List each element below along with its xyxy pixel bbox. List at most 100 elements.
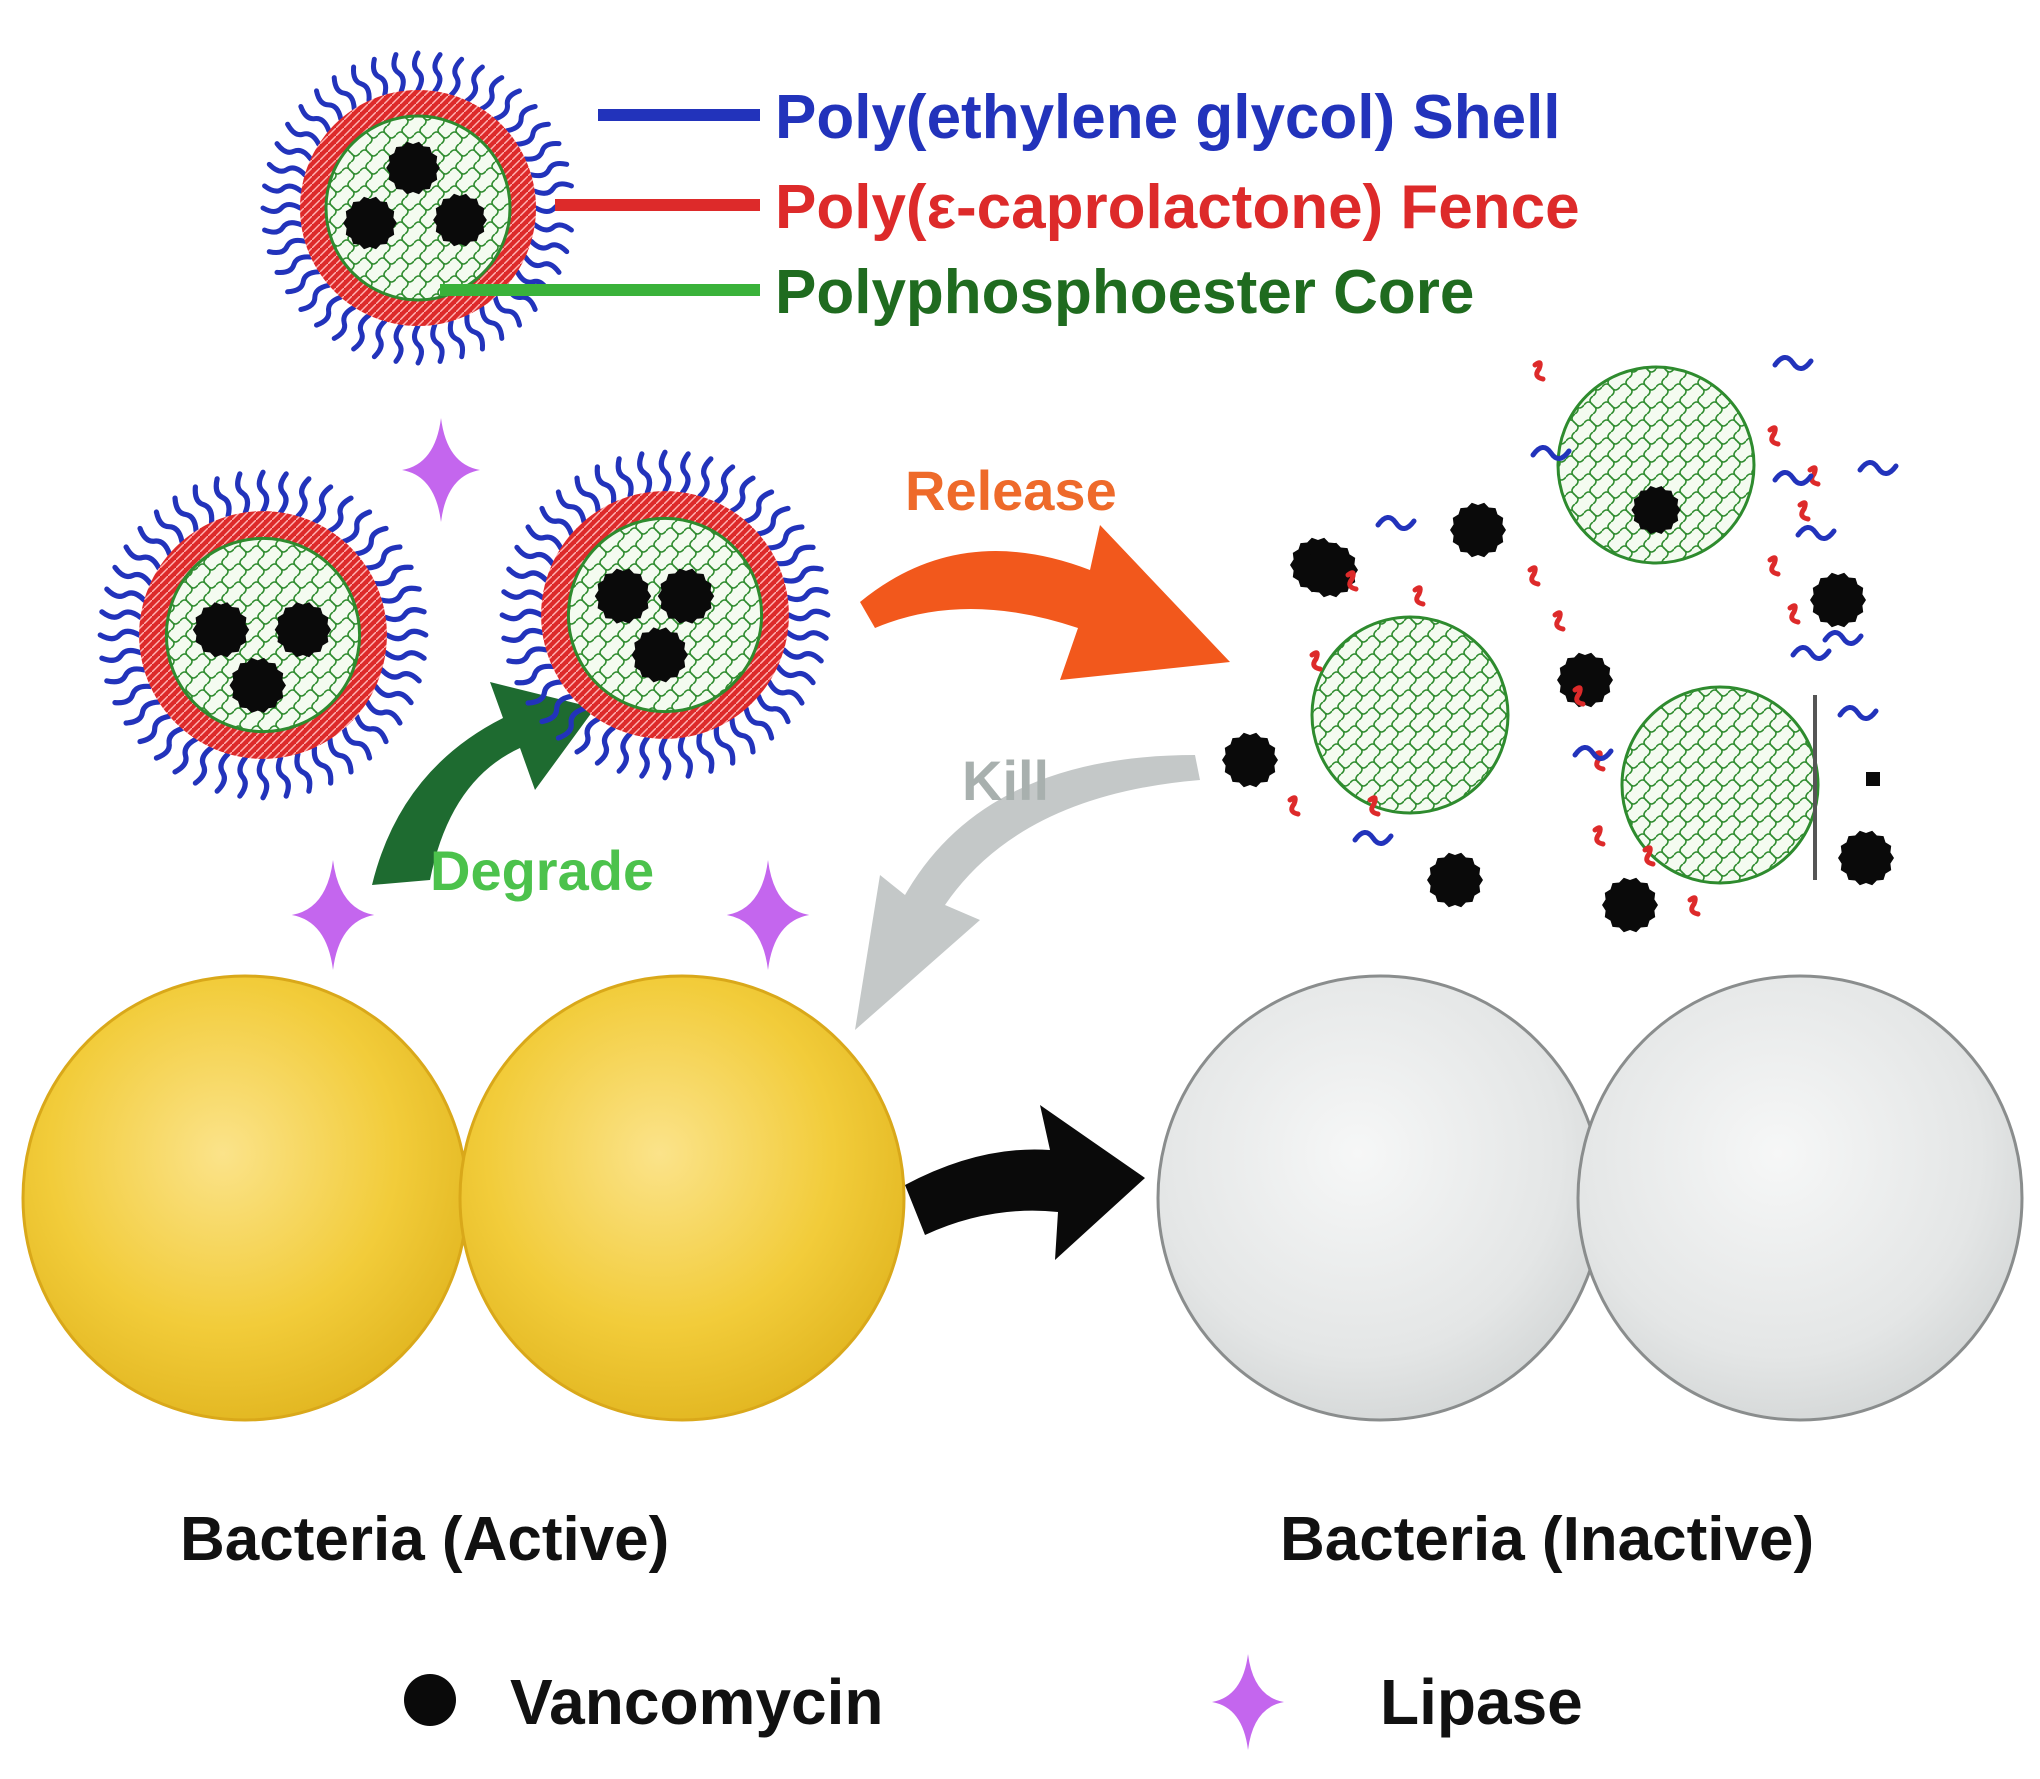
pcl-fragment <box>1552 610 1566 632</box>
peg-chain <box>237 755 248 799</box>
peg-chain <box>697 456 714 499</box>
nanoparticle-top <box>260 50 576 366</box>
kill-label: Kill <box>962 749 1049 812</box>
peg-chain <box>658 449 672 494</box>
lipase-star-left <box>291 860 375 970</box>
peg-chain <box>137 525 172 557</box>
released-core-left <box>1310 615 1510 815</box>
peg-chain <box>506 566 549 583</box>
peg-fragment <box>1352 830 1394 846</box>
peg-fragment <box>1772 470 1814 486</box>
vancomycin-molecule <box>1602 877 1658 933</box>
peg-chain <box>275 755 291 799</box>
peg-chain <box>364 544 403 571</box>
peg-chain <box>364 699 403 726</box>
peg-chain <box>123 699 162 726</box>
peg-chain <box>298 282 332 313</box>
peg-chain <box>123 544 162 571</box>
peg-chain <box>274 254 314 276</box>
bacteria-active-label: Bacteria (Active) <box>180 1505 669 1574</box>
pcl-fragment <box>1687 895 1701 917</box>
peg-chain <box>373 564 414 587</box>
peg-chain <box>266 161 308 178</box>
peg-chain <box>383 650 427 661</box>
peg-fragment <box>1795 525 1837 541</box>
peg-chain <box>192 745 215 786</box>
peg-chain <box>528 160 570 179</box>
shell-label: Poly(ethylene glycol) Shell <box>775 83 1561 152</box>
bacteria-active-group <box>21 974 906 1422</box>
peg-chain <box>285 121 322 147</box>
peg-chain <box>539 693 574 725</box>
vancomycin-legend-icon <box>404 1674 456 1726</box>
pcl-fragment <box>1787 603 1801 625</box>
peg-chain <box>514 663 555 686</box>
released-cores <box>1222 355 1899 933</box>
peg-chain <box>354 713 389 745</box>
label-leaders <box>440 109 760 296</box>
peg-chain <box>97 628 142 642</box>
peg-chain <box>214 751 231 794</box>
peg-chain <box>729 716 756 755</box>
peg-chain <box>525 679 564 706</box>
pcl-fragment <box>1412 585 1426 607</box>
peg-chain <box>539 505 574 537</box>
peg-chain <box>298 103 332 134</box>
lipase-legend-label: Lipase <box>1380 1666 1583 1738</box>
peg-chain <box>278 471 289 515</box>
pcl-fragment <box>1592 825 1606 847</box>
peg-chain <box>766 679 805 706</box>
pcl-fragment <box>1642 845 1656 867</box>
peg-chain <box>696 731 715 774</box>
peg-chain <box>341 509 373 544</box>
peg-chain <box>256 469 270 514</box>
vancomycin-molecule <box>229 657 286 713</box>
nanoparticles <box>97 50 831 801</box>
peg-chain <box>785 630 829 641</box>
peg-chain <box>743 706 775 741</box>
peg-chain <box>430 322 445 364</box>
peg-chain <box>99 609 143 620</box>
peg-chain <box>781 647 824 664</box>
vancomycin-molecule <box>192 602 250 658</box>
bacteria-inactive-group <box>1156 974 2024 1422</box>
kill-arrow <box>855 755 1200 1030</box>
vancomycin-legend-label: Vancomycin <box>510 1666 884 1738</box>
vancomycin-molecule <box>1450 502 1506 558</box>
peg-chain <box>464 64 485 104</box>
peg-chain <box>104 666 147 685</box>
released-core-right <box>1620 685 1820 885</box>
peg-chain <box>713 725 736 766</box>
bacterium-inactive-right <box>1576 974 2024 1422</box>
peg-chain <box>172 495 199 534</box>
peg-chain <box>594 725 617 766</box>
peg-fragment <box>1530 445 1572 461</box>
peg-chain <box>522 254 562 275</box>
peg-fragment <box>1572 745 1614 761</box>
peg-chain <box>637 451 653 495</box>
peg-chain <box>311 484 334 525</box>
peg-chain <box>506 646 549 665</box>
peg-chain <box>274 141 314 162</box>
lipase-legend-icon <box>1212 1654 1284 1750</box>
peg-chain <box>499 608 544 622</box>
peg-chain <box>311 745 334 786</box>
vancomycin-molecule <box>343 196 397 250</box>
peg-chain <box>192 484 215 525</box>
peg-chain <box>379 585 422 604</box>
peg-chain <box>775 663 816 686</box>
peg-chain <box>153 509 185 544</box>
vancomycin-molecule <box>433 193 487 247</box>
nanoparticle-right <box>499 449 831 781</box>
peg-chain <box>379 667 422 684</box>
lipase-star-right <box>726 860 810 970</box>
degrade-label: Degrade <box>430 839 654 902</box>
peg-chain <box>729 475 756 514</box>
peg-chain <box>112 564 153 587</box>
peg-chain <box>501 589 545 600</box>
peg-chain <box>354 525 389 557</box>
peg-chain <box>371 318 388 360</box>
peg-chain <box>384 628 429 642</box>
peg-chain <box>514 121 551 147</box>
peg-chain <box>775 544 816 567</box>
